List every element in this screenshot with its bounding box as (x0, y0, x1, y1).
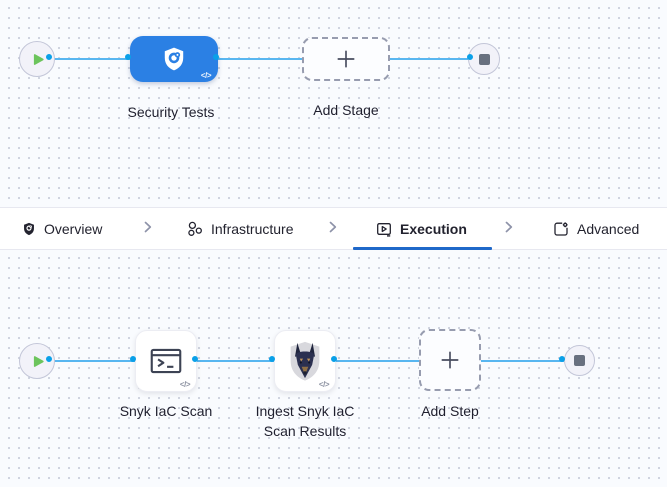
step-node-ingest-snyk-results[interactable]: </> (274, 330, 336, 392)
stop-icon (478, 53, 490, 65)
snyk-dog-icon (285, 340, 325, 382)
plus-icon (439, 349, 461, 371)
step-label: Ingest Snyk IaC Scan Results (255, 403, 355, 439)
tab-execution[interactable]: Execution (376, 221, 467, 237)
play-icon (32, 53, 45, 66)
stage-config-tab-bar: Overview Infrastructure Execution (0, 207, 667, 250)
connector-dot (129, 355, 136, 362)
add-step-button[interactable] (419, 329, 481, 391)
connector-dot (124, 53, 131, 60)
play-icon (32, 355, 45, 368)
tab-infrastructure[interactable]: Infrastructure (187, 221, 293, 237)
chevron-right-icon (505, 220, 513, 238)
plus-icon (335, 48, 357, 70)
tab-label: Infrastructure (211, 220, 294, 237)
stop-icon (574, 355, 585, 366)
chevron-right-icon (144, 220, 152, 238)
connector-dot (191, 355, 198, 362)
stage-node-security-tests[interactable]: </> (130, 36, 218, 82)
doc-gear-icon (553, 221, 569, 237)
add-stage-label: Add Stage (313, 102, 379, 118)
step-label: Snyk IaC Scan (119, 403, 213, 419)
step-node-snyk-iac-scan[interactable]: </> (135, 330, 197, 392)
connector-dot (466, 53, 473, 60)
active-tab-underline (353, 247, 492, 250)
connector-dot (45, 355, 52, 362)
pipeline-end-node (468, 43, 500, 75)
add-step-label: Add Step (421, 403, 479, 419)
code-icon: </> (200, 71, 212, 80)
tab-overview[interactable]: Overview (22, 221, 102, 237)
shield-icon (22, 222, 36, 236)
stage-label: Security Tests (127, 104, 215, 120)
connector-dot (45, 53, 52, 60)
tab-advanced[interactable]: Advanced (553, 221, 639, 237)
pipeline-start-node (19, 41, 55, 77)
connector-dot (330, 355, 337, 362)
connector-dot (558, 355, 565, 362)
nodes-icon (187, 221, 203, 237)
chevron-right-icon (329, 220, 337, 238)
run-panel-icon (376, 221, 392, 237)
security-shield-icon (161, 46, 187, 72)
tab-label: Execution (400, 220, 467, 237)
add-stage-button[interactable] (302, 37, 390, 81)
stage-flow-line (51, 58, 473, 60)
code-icon: </> (318, 380, 330, 389)
tab-label: Advanced (577, 220, 640, 237)
tab-label: Overview (44, 220, 103, 237)
connector-dot (268, 355, 275, 362)
connector-dot (212, 53, 219, 60)
execution-end-node (564, 345, 595, 376)
code-icon: </> (179, 380, 191, 389)
terminal-icon (147, 342, 185, 380)
